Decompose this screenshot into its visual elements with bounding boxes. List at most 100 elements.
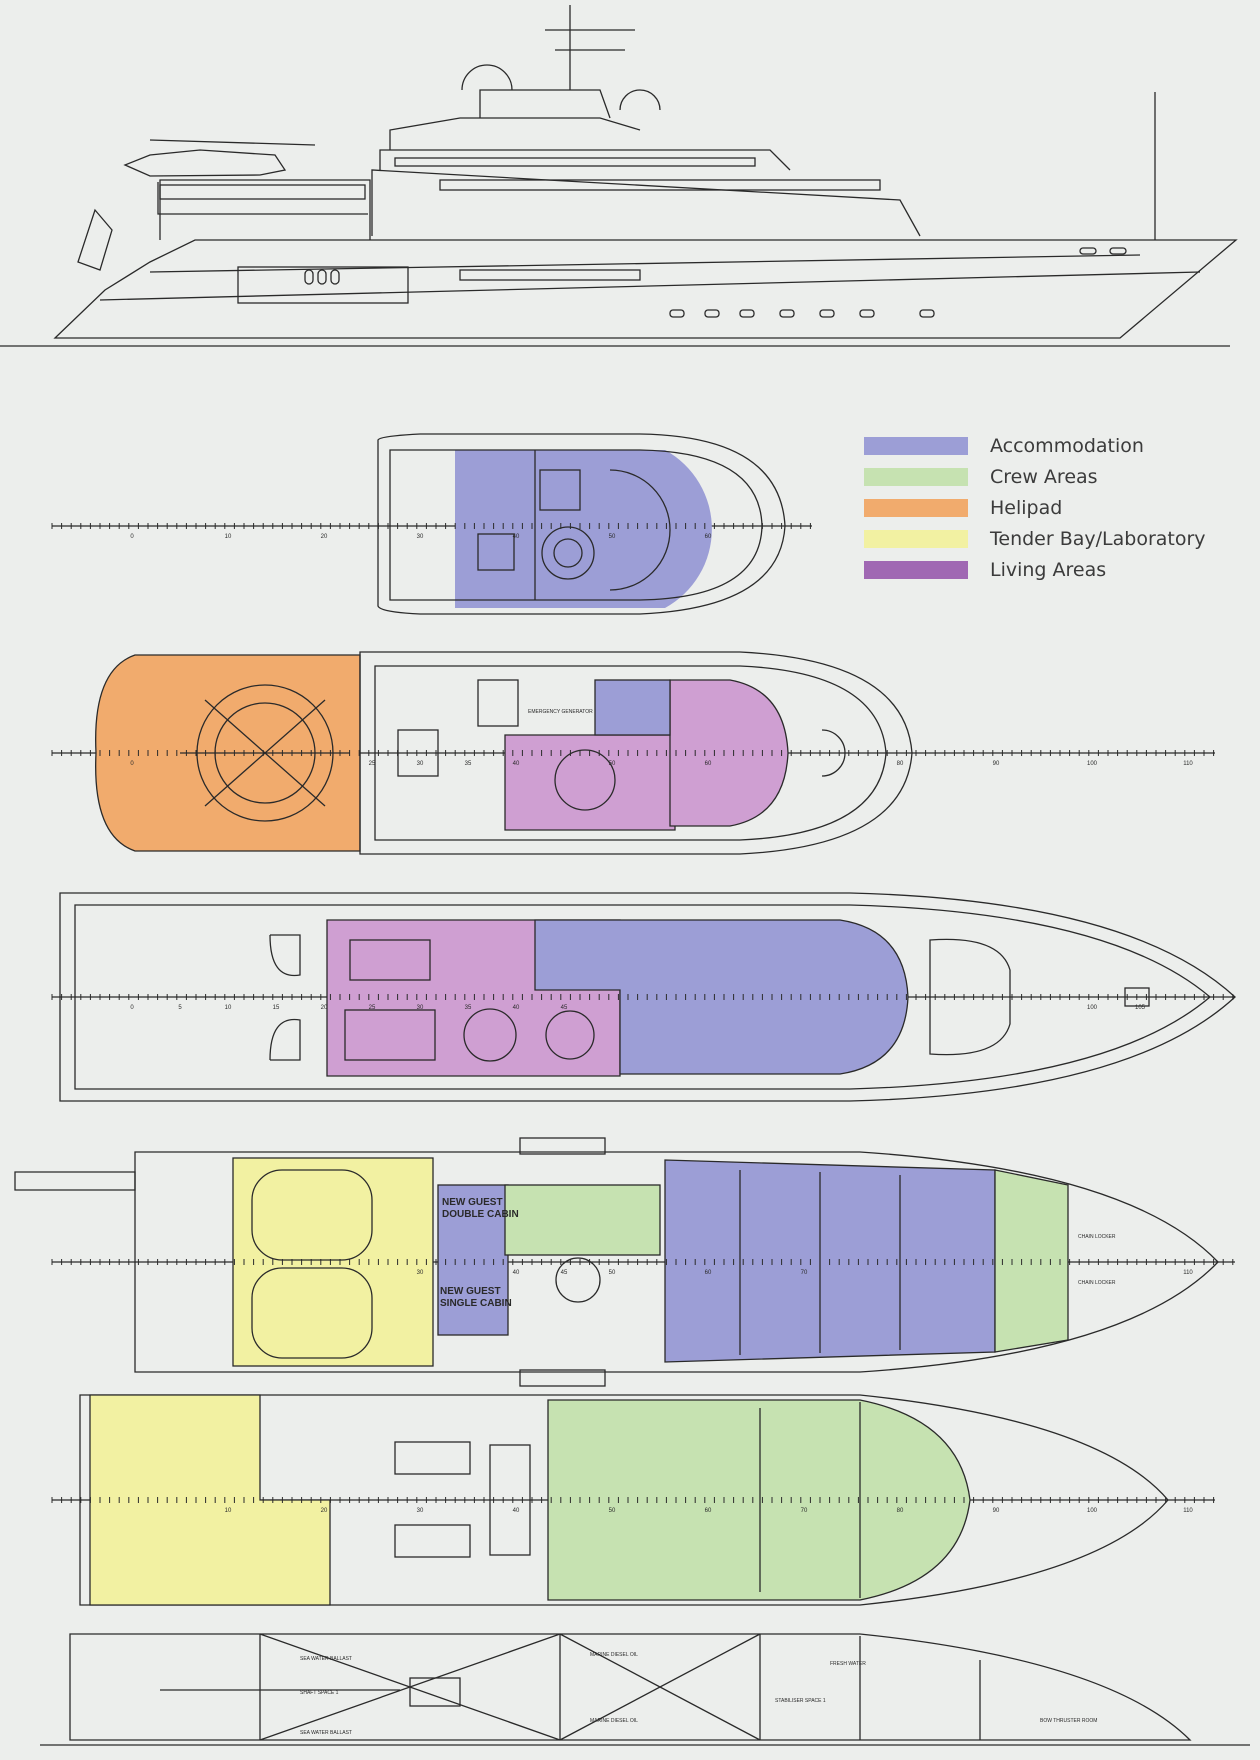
legend-label: Helipad — [990, 496, 1063, 519]
ruler-number: 40 — [513, 534, 520, 540]
ruler-number: 70 — [801, 1270, 808, 1276]
ruler-number: 30 — [417, 1270, 424, 1276]
ruler-number: 35 — [465, 1005, 472, 1011]
ruler-number: 35 — [465, 761, 472, 767]
legend-item-helipad: Helipad — [864, 492, 1206, 523]
legend-swatch-tender-bay — [864, 529, 968, 548]
ruler-number: 10 — [225, 1508, 232, 1514]
upper-deck-accommodation-zone — [455, 450, 712, 608]
ruler-number: 20 — [321, 1005, 328, 1011]
new-guest-single-label-1: NEW GUEST — [440, 1286, 501, 1297]
new-guest-double-label-1: NEW GUEST — [442, 1197, 503, 1208]
ruler-number: 40 — [513, 761, 520, 767]
bridge-living-zone-fwd — [669, 679, 789, 827]
ruler-number: 15 — [273, 1005, 280, 1011]
tank-label-4: STABILISER SPACE 1 — [775, 1698, 826, 1704]
profile-windows — [159, 157, 1127, 318]
ruler-number: 80 — [897, 761, 904, 767]
tank-deck-crew-zone — [547, 1399, 971, 1601]
ruler-number: 60 — [705, 534, 712, 540]
ruler-number: 105 — [1135, 1005, 1146, 1011]
double-bottom-plan — [40, 1633, 1250, 1746]
lower-crew-zone-mid — [504, 1184, 661, 1256]
ruler-number: 30 — [417, 534, 424, 540]
ruler-number: 0 — [130, 1005, 134, 1011]
ruler-number: 10 — [225, 1005, 232, 1011]
lower-deck-plan — [14, 1137, 1235, 1387]
main-deck-plan — [52, 892, 1236, 1102]
ruler-number: 60 — [705, 1270, 712, 1276]
legend-label: Crew Areas — [990, 465, 1098, 488]
new-guest-double-label-2: DOUBLE CABIN — [442, 1209, 519, 1220]
ruler-number: 20 — [321, 534, 328, 540]
ruler-number: 60 — [705, 761, 712, 767]
tank-label-7: FRESH WATER — [830, 1661, 866, 1667]
ruler-number: 10 — [225, 534, 232, 540]
ruler-number: 80 — [897, 1508, 904, 1514]
legend: Accommodation Crew Areas Helipad Tender … — [864, 430, 1206, 585]
laboratory-zone — [89, 1394, 331, 1606]
emergency-generator-label: EMERGENCY GENERATOR — [528, 709, 593, 715]
legend-swatch-living-areas — [864, 560, 968, 579]
tank-label-6: SEA WATER BALLAST — [300, 1730, 352, 1736]
tank-label-1: SEA WATER BALLAST — [300, 1656, 352, 1662]
ruler-number: 50 — [609, 1508, 616, 1514]
profile-view — [0, 5, 1238, 347]
ruler-number: 40 — [513, 1270, 520, 1276]
ruler-number: 100 — [1087, 761, 1098, 767]
ruler-number: 30 — [417, 1005, 424, 1011]
ruler-number: 45 — [561, 1270, 568, 1276]
legend-label: Living Areas — [990, 558, 1107, 581]
ruler-number: 25 — [369, 1005, 376, 1011]
ruler-number: 110 — [1183, 1270, 1193, 1276]
ruler-number: 20 — [321, 1508, 328, 1514]
chain-locker-label-2: CHAIN LOCKER — [1078, 1280, 1116, 1286]
new-guest-cabin-zone — [437, 1184, 509, 1336]
ruler-number: 90 — [993, 1508, 1000, 1514]
ruler-number: 50 — [609, 1270, 616, 1276]
bridge-living-zone-aft — [504, 734, 676, 831]
ruler-number: 50 — [609, 761, 616, 767]
ruler-number: 90 — [993, 761, 1000, 767]
legend-swatch-crew-areas — [864, 467, 968, 486]
ruler-number: 50 — [609, 534, 616, 540]
frame-ruler-labels: 0 10 20 30 40 50 60 0 25 30 35 40 50 60 80 90 100 110 0 5 10… — [130, 534, 1193, 1514]
ruler-number: 60 — [705, 1508, 712, 1514]
new-guest-single-label-2: SINGLE CABIN — [440, 1298, 512, 1309]
ruler-number: 40 — [513, 1005, 520, 1011]
legend-item-accommodation: Accommodation — [864, 430, 1206, 461]
ruler-number: 30 — [417, 761, 424, 767]
legend-swatch-accommodation — [864, 436, 968, 455]
chain-locker-label-1: CHAIN LOCKER — [1078, 1234, 1116, 1240]
tank-label-2: MARINE DIESEL OIL — [590, 1652, 638, 1658]
ruler-number: 110 — [1183, 761, 1193, 767]
bridge-deck-plan — [52, 651, 1215, 855]
ruler-number: 40 — [513, 1508, 520, 1514]
legend-item-tender-bay: Tender Bay/Laboratory — [864, 523, 1206, 554]
legend-label: Accommodation — [990, 434, 1144, 457]
ruler-number: 100 — [1087, 1508, 1098, 1514]
ruler-number: 110 — [1183, 1508, 1193, 1514]
bridge-accommodation-zone — [594, 679, 671, 736]
ruler-number: 5 — [178, 1005, 182, 1011]
tank-label-5: SHAFT SPACE 1 — [300, 1690, 339, 1696]
legend-item-crew-areas: Crew Areas — [864, 461, 1206, 492]
legend-swatch-helipad — [864, 498, 968, 517]
tank-label-8: BOW THRUSTER ROOM — [1040, 1718, 1097, 1724]
frame-ruler-ticks — [51, 523, 1234, 1503]
ruler-number: 45 — [561, 1005, 568, 1011]
tender-bay-zone — [232, 1157, 434, 1367]
tank-deck-plan — [52, 1394, 1215, 1606]
ruler-number: 0 — [130, 534, 134, 540]
ruler-number: 25 — [369, 761, 376, 767]
legend-item-living-areas: Living Areas — [864, 554, 1206, 585]
ruler-number: 100 — [1087, 1005, 1098, 1011]
ruler-number: 30 — [417, 1508, 424, 1514]
main-accommodation-zone — [534, 919, 909, 1075]
tank-label-3: MARINE DIESEL OIL — [590, 1718, 638, 1724]
upper-deck-plan — [52, 433, 812, 615]
ruler-number: 70 — [801, 1508, 808, 1514]
ruler-number: 0 — [130, 761, 134, 767]
